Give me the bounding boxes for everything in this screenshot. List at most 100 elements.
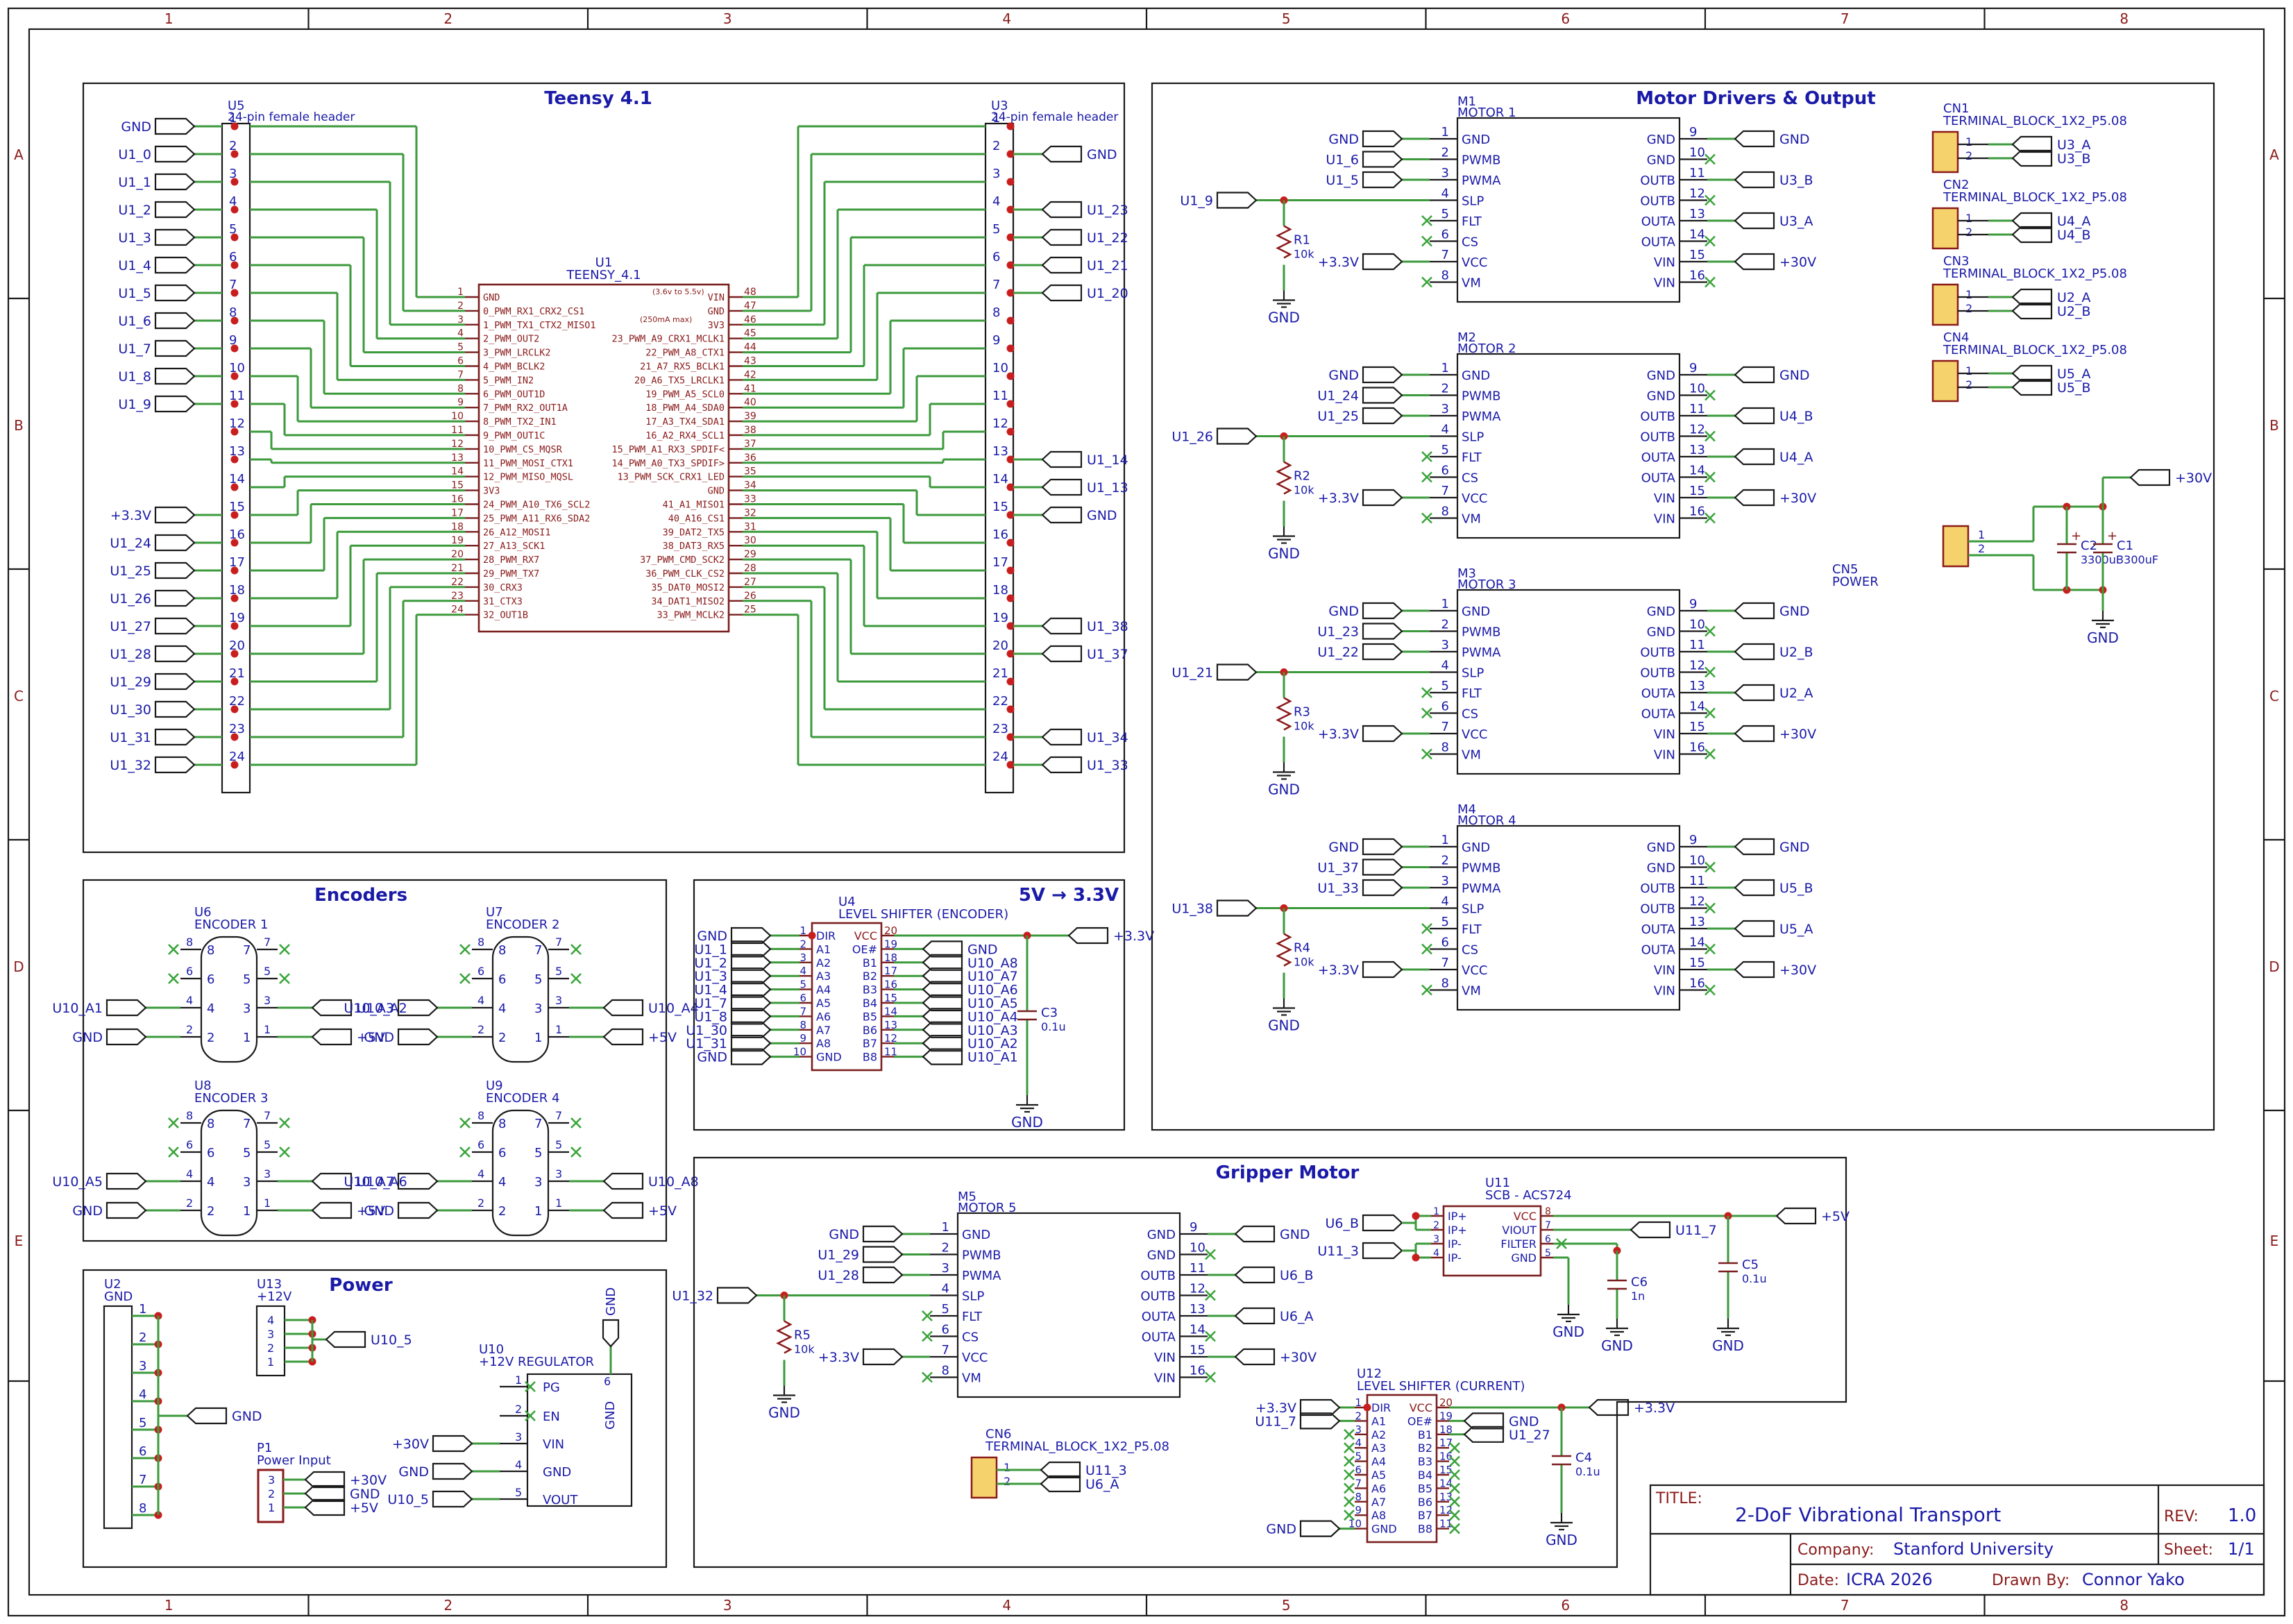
ic-pin-name: VIOUT [1502,1224,1537,1237]
motor-pwmb-label: U1_6 [1326,153,1359,168]
net-flag-icon [2011,302,2053,320]
junction-dot [230,178,239,186]
net-flag-icon [304,1485,346,1503]
ic-note: (3.6v to 5.5v) [652,287,704,296]
cap-value: 0.1u [1041,1020,1066,1033]
pin-number: 7 [264,936,271,949]
motor-pin-name: VIN [1654,512,1675,527]
motor-pin-name: GND [1647,861,1675,876]
pin-number: 38 [744,425,756,436]
net-flag-icon [1630,1221,1671,1239]
pin-number: 16 [884,979,897,991]
net-flag-icon [1216,663,1258,681]
pin-number: 10 [1689,382,1705,396]
pin-number: 5 [1441,207,1449,221]
column-marker: 2 [443,10,452,27]
pin-number: 9 [1689,833,1697,847]
motor-ref: M1 [1457,94,1476,109]
u5-net-label: U1_30 [110,702,151,718]
no-connect-icon [1704,943,1716,955]
motor-gnd-label: GND [1779,132,1810,147]
ic-pin-name: GND [483,292,500,303]
ic-pin-name: 0_PWM_RX1_CRX2_CS1 [483,306,584,317]
encoder-ref: U9 [486,1079,503,1093]
gnd-label: GND [1268,781,1300,798]
pin-number: 1 [457,287,464,298]
junction-dot [230,122,239,130]
motor-pin-name: GND [1147,1249,1176,1263]
no-connect-icon [168,973,179,984]
pin-number: 1 [534,1204,542,1219]
net-flag-icon [2011,135,2053,153]
pin-number: 13 [1689,207,1705,221]
pin-number: 3 [1441,166,1449,180]
junction-dot [1006,205,1015,214]
net-flag-icon [105,1028,147,1046]
pin-number: 2 [229,139,237,153]
header-value: +12V [257,1289,292,1304]
ic-pin-name: A3 [816,970,831,983]
pin-number: 10 [1689,618,1705,632]
pin-number: 16 [992,527,1008,542]
motor-ref: M2 [1457,330,1476,345]
motor-gnd-label: GND [1779,368,1810,383]
net-flag-icon [397,999,439,1017]
net-flag-icon [1216,899,1258,917]
pin-number: 6 [498,1146,506,1160]
motor-pin-name: VIN [1654,276,1675,291]
u3-net-label: U1_38 [1087,619,1128,634]
pin-number: 16 [1689,976,1705,991]
pin-number: 16 [1190,1364,1205,1378]
pin-number: 35 [744,466,756,477]
no-connect-icon [168,1117,179,1128]
no-connect-icon [1344,1428,1355,1440]
pin-number: 14 [992,472,1008,487]
pin-number: 7 [1441,956,1449,970]
p1-net-label: GND [350,1487,380,1502]
junction-dot [230,677,239,686]
pin-number: 16 [1689,741,1705,755]
row-marker: C [2269,688,2279,704]
section-title: Gripper Motor [1216,1162,1360,1183]
ic-name: LEVEL SHIFTER (CURRENT) [1357,1379,1525,1394]
pin-number: 14 [1689,464,1705,478]
p1-net-label: +5V [350,1500,378,1516]
pin-number: 8 [498,943,506,958]
motor-pwmb-label: U1_29 [818,1248,859,1263]
cap-value: 1n [1631,1289,1645,1303]
no-connect-icon [459,1147,471,1158]
pin-number: 4 [498,1001,506,1016]
motor-outb-label: U3_B [1779,173,1813,188]
no-connect-icon [459,944,471,955]
pin-number: 1 [1978,528,1985,541]
junction-dot [230,761,239,769]
ic-pin-name: 39_DAT2_TX5 [663,527,725,538]
column-marker: 1 [164,1597,174,1614]
ic-pin-name: 10_PWM_CS_MQSR [483,444,563,455]
net-flag-icon [1734,448,1775,466]
pin-number: 10 [451,411,464,422]
pin-number: 6 [139,1444,146,1459]
ic-pin-name: 32_OUT1B [483,610,528,621]
motor-outb-label: U2_B [1779,645,1813,660]
ic-pin-name: VIN [543,1437,564,1452]
pin-number: 5 [139,1416,146,1430]
outer-border [7,7,2286,1617]
net-flag-icon [2011,288,2053,306]
pin-number: 2 [267,1342,274,1355]
ic-pin-name: GND [708,486,725,497]
no-connect-icon [1704,707,1716,719]
pin-number: 4 [942,1282,949,1296]
motor-pin-name: VCC [1462,727,1487,742]
junction-dot [1006,316,1015,325]
no-connect-icon [1344,1482,1355,1494]
ic-pin-name: IP+ [1448,1210,1467,1223]
motor-33v-label: +3.3V [1318,727,1359,742]
pin-number: 2 [1965,302,1972,315]
pin-number: 5 [1441,915,1449,929]
terminal-value: TERMINAL_BLOCK_1X2_P5.08 [1943,114,2127,128]
net-flag-icon [154,145,196,163]
pin-number: 2 [799,938,806,950]
